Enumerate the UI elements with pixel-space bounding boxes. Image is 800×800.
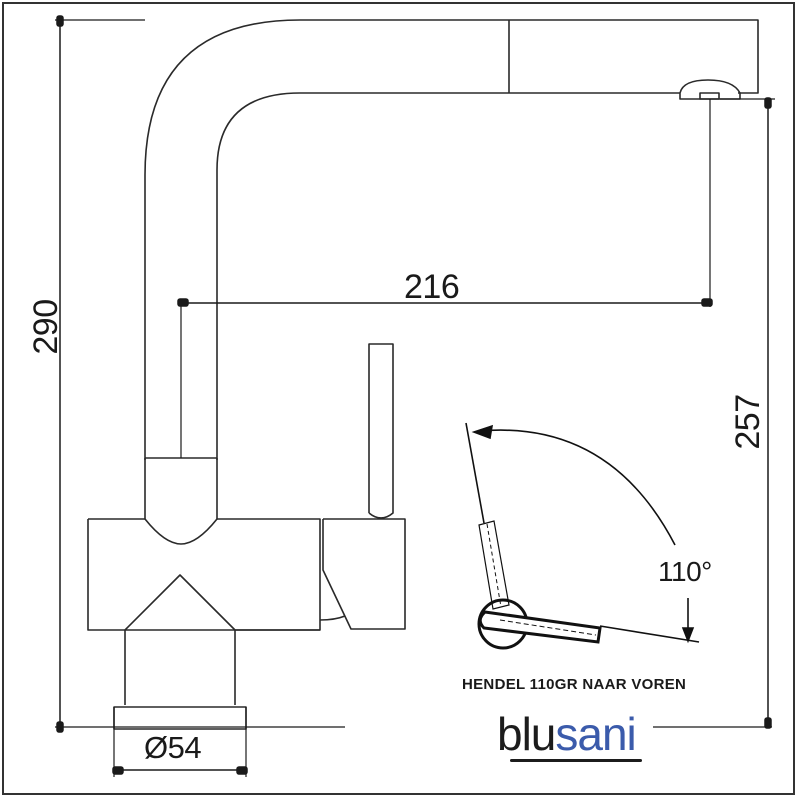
lever-handle <box>368 343 394 519</box>
lever-rotation-diagram <box>465 422 700 650</box>
riser-bottom-curve <box>144 518 218 545</box>
logo-part-blu: blu <box>497 708 556 760</box>
body-chevron <box>124 574 236 631</box>
dim-257-label: 257 <box>729 394 767 450</box>
cartridge-arc <box>319 615 346 621</box>
lever-angle-label: 110° <box>658 556 712 587</box>
base-ring <box>113 706 247 730</box>
lever-cartridge-block <box>322 518 406 630</box>
spout-inner-outline <box>216 92 680 460</box>
lever-caption: HENDEL 110GR NAAR VOREN <box>462 676 687 693</box>
brand-logo: blusani <box>497 708 637 761</box>
aerator-outline <box>679 79 741 100</box>
logo-part-sani: sani <box>555 708 636 760</box>
spout-outer-outline <box>144 19 759 460</box>
dim-216-label: 216 <box>404 268 460 306</box>
faucet-body-outline <box>87 518 321 705</box>
logo-underline <box>510 759 642 762</box>
dim-290-label: 290 <box>27 299 65 355</box>
dim-54-label: Ø54 <box>144 730 202 765</box>
aerator-nozzle <box>699 92 720 100</box>
